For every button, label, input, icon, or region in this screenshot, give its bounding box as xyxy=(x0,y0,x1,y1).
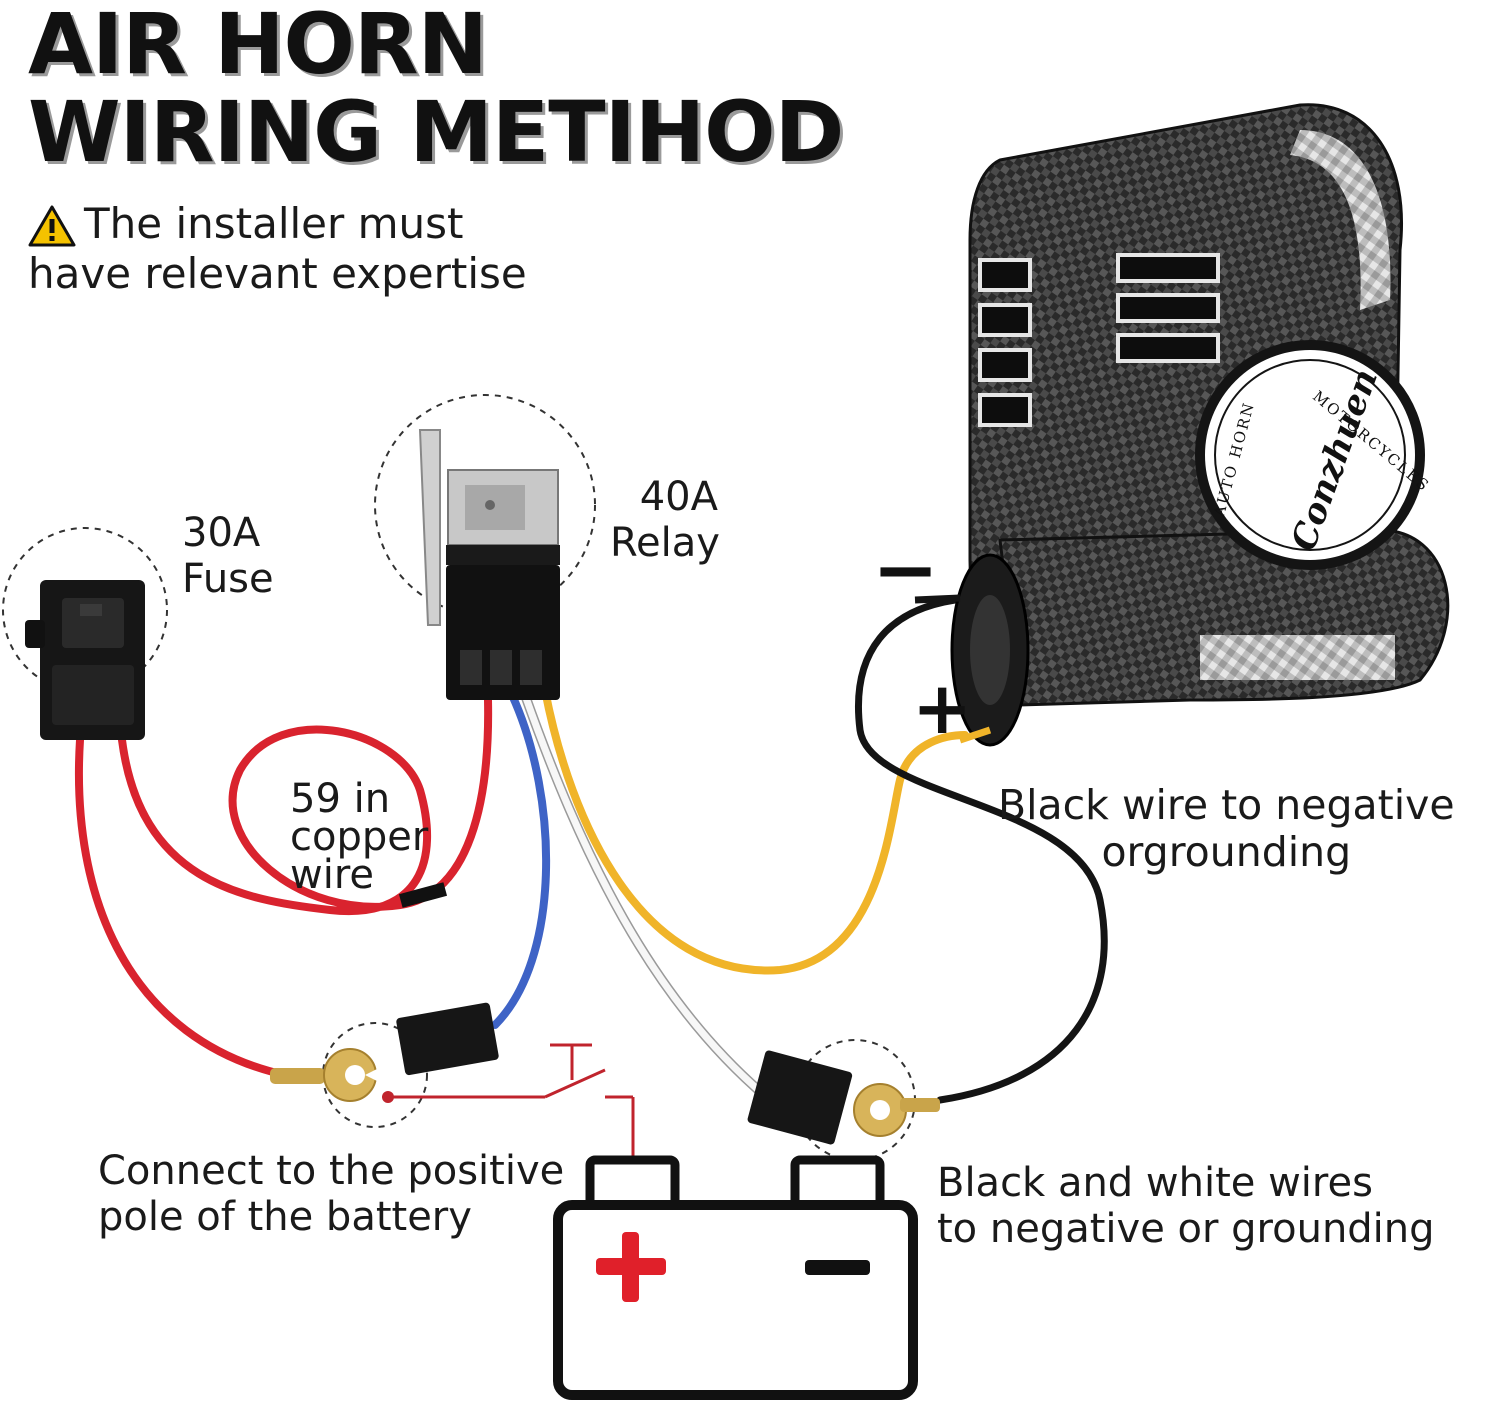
fuse-label: 30A Fuse xyxy=(182,510,274,602)
horn-switch xyxy=(388,1043,635,1160)
copper-wire-label: 59 in copper wire xyxy=(290,776,429,898)
horn-badge xyxy=(1195,340,1425,570)
positive-ring-terminal xyxy=(270,1048,385,1102)
page-title-line-1: AIR HORN xyxy=(28,0,488,93)
fuse-label-line-1: 30A xyxy=(182,510,261,556)
fuse-holder xyxy=(25,580,145,740)
air-horn xyxy=(950,103,1450,747)
page-title-line-2: WIRING METIHOD xyxy=(28,83,844,181)
battery-plus-icon xyxy=(596,1232,666,1302)
black-wire xyxy=(855,596,1108,1104)
black-white-wires-label: Black and white wires to negative or gro… xyxy=(937,1160,1435,1252)
relay-label: 40A Relay xyxy=(610,474,720,566)
positive-pole-label-line-1: Connect to the positive xyxy=(98,1148,565,1194)
horn-vent-right xyxy=(1116,253,1220,363)
horn-yellow-lead xyxy=(958,726,992,744)
blue-wire xyxy=(491,691,551,1029)
copper-wire-label-line-2: copper xyxy=(290,814,429,860)
horn-black-lead xyxy=(914,594,961,604)
horn-minus-sign: − xyxy=(872,523,940,616)
warning-triangle-icon xyxy=(28,205,76,247)
negative-ring-terminal xyxy=(853,1083,940,1137)
white-wire-connector xyxy=(747,1050,853,1145)
white-wire xyxy=(520,690,775,1105)
warning-text-line-2: have relevant expertise xyxy=(28,249,527,298)
yellow-wire xyxy=(541,686,969,975)
blue-wire-connector xyxy=(396,1002,499,1076)
copper-wire-label-line-1: 59 in xyxy=(290,776,391,822)
black-white-wires-label-line-1: Black and white wires xyxy=(937,1160,1373,1206)
black-wire-label-line-2: orgrounding xyxy=(1101,828,1352,877)
relay-label-line-1: 40A xyxy=(639,474,718,520)
warning-text-line-1: The installer must xyxy=(84,199,464,248)
black-wire-label-line-1: Black wire to negative xyxy=(998,781,1455,829)
copper-wire-label-line-3: wire xyxy=(290,852,375,898)
horn-vent-left xyxy=(978,258,1032,427)
switch-junction-dot xyxy=(382,1091,394,1103)
relay xyxy=(418,429,560,700)
horn-plus-sign: + xyxy=(912,666,973,750)
black-wire-label: Black wire to negative orgrounding xyxy=(998,781,1455,877)
fuse-label-line-2: Fuse xyxy=(182,556,274,602)
positive-pole-label-line-2: pole of the battery xyxy=(98,1194,472,1240)
positive-pole-label: Connect to the positive pole of the batt… xyxy=(98,1148,564,1240)
relay-label-line-2: Relay xyxy=(610,520,720,566)
cable-tie xyxy=(398,882,448,908)
battery xyxy=(553,1155,918,1400)
black-white-wires-label-line-2: to negative or grounding xyxy=(937,1206,1435,1252)
positive-terminal-highlight-circle xyxy=(322,1022,428,1128)
battery-minus-icon xyxy=(805,1260,870,1275)
fuse-highlight-circle xyxy=(2,527,168,693)
